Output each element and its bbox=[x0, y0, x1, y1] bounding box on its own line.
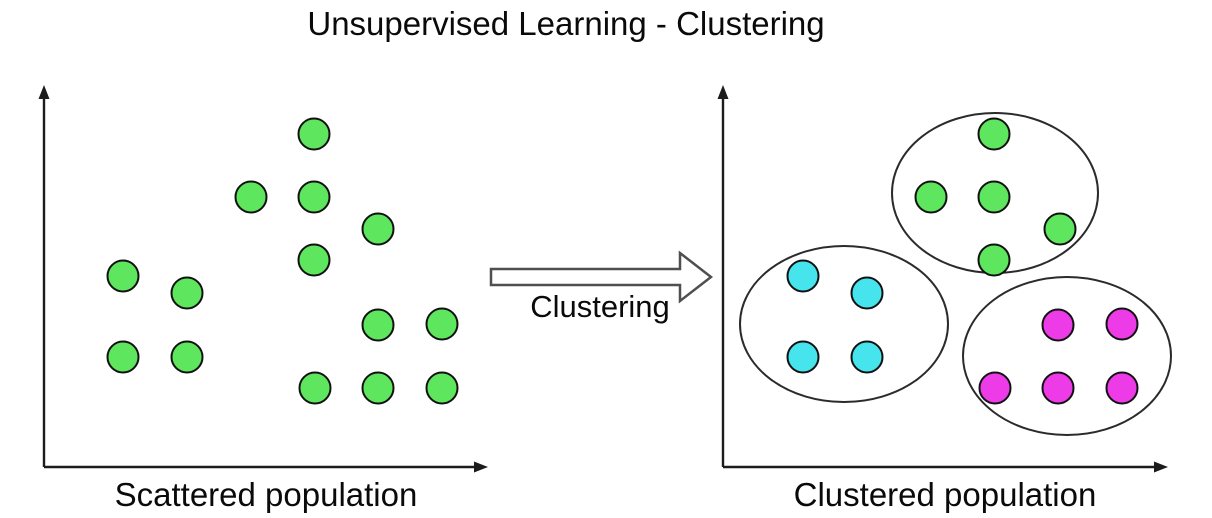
green-cluster-data-point bbox=[914, 180, 948, 214]
green-cluster-data-point bbox=[977, 180, 1011, 214]
left-plot-y-axis-arrowhead bbox=[38, 85, 50, 99]
magenta-cluster-data-point bbox=[978, 371, 1012, 405]
scattered-data-point bbox=[361, 308, 395, 342]
left-plot bbox=[38, 85, 488, 473]
right-plot bbox=[717, 85, 1172, 473]
magenta-cluster-data-point bbox=[1105, 307, 1139, 341]
scattered-data-point bbox=[361, 371, 395, 405]
cyan-cluster-boundary bbox=[739, 245, 949, 403]
arrow-label: Clustering bbox=[530, 289, 670, 324]
right-plot-y-axis-arrowhead bbox=[717, 85, 729, 99]
cyan-cluster-data-point bbox=[786, 340, 820, 374]
cyan-cluster-data-point bbox=[850, 276, 884, 310]
cyan-cluster bbox=[739, 245, 949, 403]
scattered-data-point bbox=[170, 340, 204, 374]
magenta-cluster bbox=[962, 276, 1172, 436]
block-arrow-right-icon bbox=[489, 250, 714, 304]
clustering-arrow bbox=[489, 250, 714, 304]
scattered-data-point bbox=[106, 259, 140, 293]
left-plot-label: Scattered population bbox=[115, 476, 418, 513]
green-cluster-data-point bbox=[977, 243, 1011, 277]
magenta-cluster-boundary bbox=[962, 276, 1172, 436]
green-cluster-data-point bbox=[977, 117, 1011, 151]
green-cluster bbox=[891, 112, 1099, 277]
scattered-data-point bbox=[425, 371, 459, 405]
right-plot-label: Clustered population bbox=[794, 476, 1097, 513]
scattered-data-point bbox=[298, 371, 332, 405]
scattered-data-point bbox=[297, 117, 331, 151]
green-cluster-data-point bbox=[1043, 212, 1077, 246]
scattered-data-point bbox=[234, 180, 268, 214]
scattered-data-point bbox=[297, 243, 331, 277]
scattered-data-point bbox=[361, 212, 395, 246]
left-plot-x-axis-arrowhead bbox=[474, 461, 488, 473]
cyan-cluster-data-point bbox=[786, 259, 820, 293]
cyan-cluster-data-point bbox=[850, 340, 884, 374]
magenta-cluster-data-point bbox=[1105, 371, 1139, 405]
scattered-data-point bbox=[425, 307, 459, 341]
scattered-data-point bbox=[170, 276, 204, 310]
magenta-cluster-data-point bbox=[1041, 371, 1075, 405]
scattered-data-point bbox=[106, 340, 140, 374]
page-title: Unsupervised Learning - Clustering bbox=[307, 5, 824, 42]
right-plot-x-axis-arrowhead bbox=[1154, 461, 1168, 473]
scattered-data-point bbox=[297, 180, 331, 214]
magenta-cluster-data-point bbox=[1041, 308, 1075, 342]
